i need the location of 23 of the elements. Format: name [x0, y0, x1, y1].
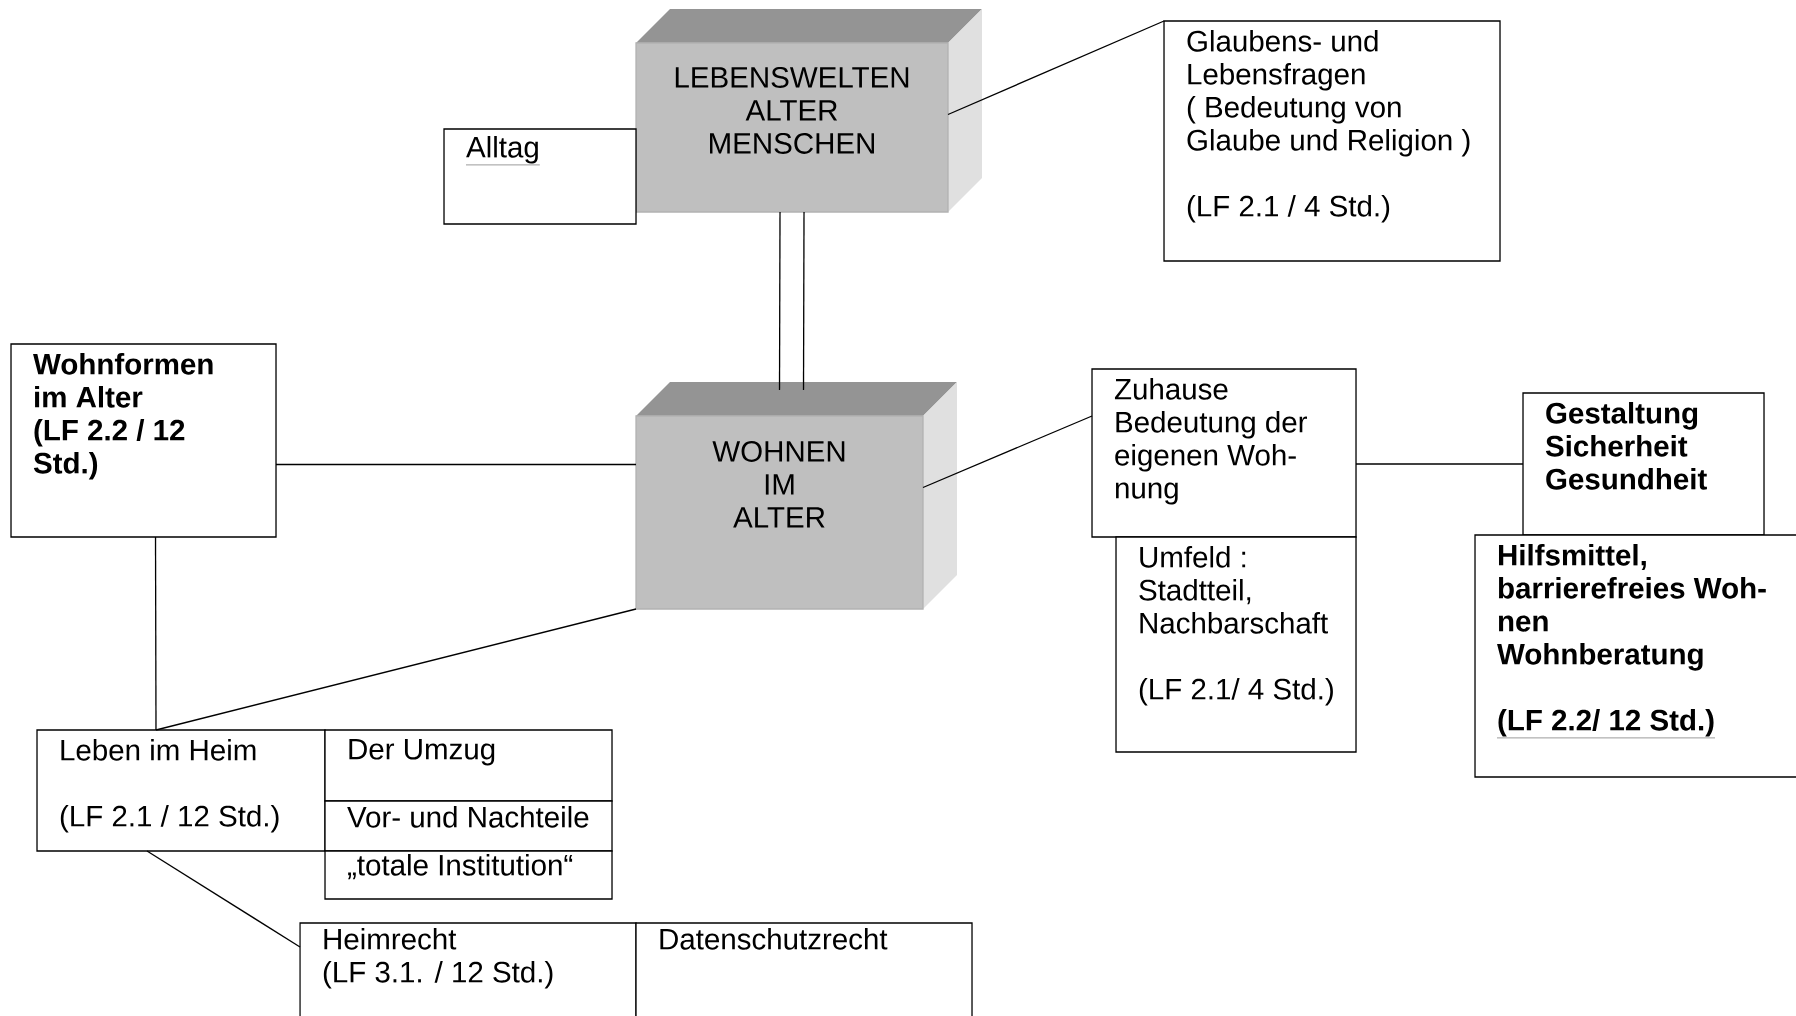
cube-box: LEBENSWELTEN ALTER MENSCHEN — [635, 9, 982, 213]
connector-line — [1355, 463, 1524, 465]
topic-box: Wohnformen im Alter (LF 2.2 / 12 Std.) — [10, 343, 277, 538]
connector-line — [778, 211, 781, 391]
topic-box: Glaubens- und Lebensfragen ( Bedeutung von Glaube und Religion ) (LF 2.1 / 4 Std.) — [1163, 20, 1501, 262]
table-cell: Vor- und Nachteile — [324, 800, 613, 852]
table-cell: Der Umzug — [324, 729, 613, 802]
connector-line — [275, 463, 637, 466]
connector-line — [146, 850, 301, 948]
connector-line — [922, 415, 1093, 489]
topic-box: Gestaltung Sicherheit Gesundheit — [1522, 392, 1765, 536]
connector-line — [802, 211, 805, 391]
topic-box: Alltag — [443, 128, 637, 225]
topic-box: Umfeld : Stadtteil, Nachbarschaft (LF 2.1/ 4 Std.) — [1115, 536, 1357, 753]
cube-box: WOHNEN IM ALTER — [635, 382, 957, 610]
topic-box: Zuhause Bedeutung der eigenen Woh- nung — [1091, 368, 1357, 538]
table-cell: „totale Institution“ — [324, 850, 613, 900]
table-cell: Datenschutzrecht — [635, 922, 973, 1016]
connector-line — [155, 608, 637, 731]
table-cell: Leben im Heim (LF 2.1 / 12 Std.) — [36, 729, 326, 852]
connector-line — [154, 536, 157, 731]
connector-line — [947, 20, 1165, 116]
table-cell: Heimrecht (LF 3.1. / 12 Std.) — [299, 922, 637, 1016]
